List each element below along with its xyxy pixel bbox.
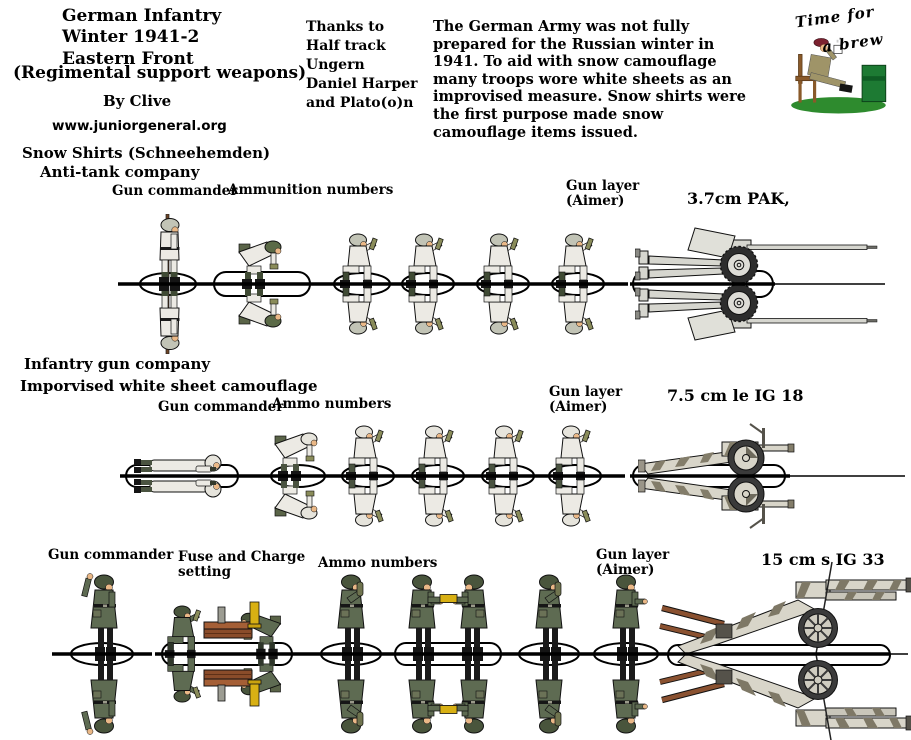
page-subtitle: (Regimental support weapons): [13, 63, 307, 83]
role-label-gun-layer: Gun layer: [549, 384, 623, 400]
role-label-gun-layer: Gun layer: [596, 547, 670, 563]
intro-line: camouflage items issued.: [433, 123, 638, 141]
figure-ammo-number: [535, 574, 563, 654]
page-title-line: German Infantry: [62, 6, 222, 26]
role-label-fuse-charge-setting: setting: [178, 564, 232, 580]
intro-line: the first purpose made snow: [433, 105, 664, 123]
weapon-label-pak: 3.7cm PAK,: [687, 189, 790, 208]
weapon-label-ig18: 7.5 cm le IG 18: [667, 386, 804, 405]
intro-line: prepared for the Russian winter in: [433, 35, 715, 53]
page-title-line: Winter 1941-2: [62, 27, 200, 48]
website-url: www.juniorgeneral.org: [52, 118, 227, 134]
page-title-line: Eastern Front: [62, 48, 194, 69]
thanks-line: Thanks to: [306, 19, 385, 35]
intro-paragraph: The German Army was not fully prepared f…: [433, 18, 746, 141]
figure-ammo-number: [337, 574, 365, 654]
role-label-ammunition-numbers: Ammunition numbers: [228, 182, 394, 198]
thanks-line: Daniel Harper: [306, 76, 418, 92]
thanks-line: and Plato(o)n: [306, 95, 414, 111]
figure-gun-layer: [612, 574, 648, 654]
anti-tank-company-strip: [118, 214, 885, 354]
infantry-gun-company-strip: [120, 423, 905, 528]
heavy-gun-company-strip: [52, 562, 911, 740]
role-label-gun-layer-aimer: (Aimer): [549, 399, 608, 415]
role-label-gun-commander: Gun commander: [48, 547, 174, 563]
thanks-line: Half track: [306, 38, 386, 54]
thanks-note: Thanks to Half track Ungern Daniel Harpe…: [306, 18, 418, 113]
thanks-line: Ungern: [306, 57, 365, 73]
role-label-gun-layer-aimer: (Aimer): [596, 562, 655, 578]
role-label-gun-layer-aimer: (Aimer): [566, 193, 625, 209]
role-label-ammo-numbers: Ammo numbers: [318, 555, 438, 571]
gun-15cm-sig33: [660, 562, 911, 654]
intro-line: many troops wore white sheets as an: [433, 70, 732, 88]
figure-gun-commander: [134, 454, 222, 474]
row3-mirror: [82, 654, 911, 740]
figure-gun-commander: [81, 573, 118, 654]
weapon-label-sig33: 15 cm s IG 33: [761, 550, 885, 569]
intro-line: improvised measure. Snow shirts were: [433, 88, 746, 106]
section2-heading: Infantry gun company: [24, 355, 211, 373]
section1-subheading: Anti-tank company: [40, 163, 200, 181]
section1-heading: Snow Shirts (Schneehemden): [22, 144, 271, 162]
section2-subheading: Imporvised white sheet camouflage: [20, 377, 318, 395]
intro-line: 1941. To aid with snow camouflage: [433, 53, 717, 71]
role-label-gun-commander: Gun commander: [158, 399, 284, 415]
role-label-gun-commander: Gun commander: [112, 183, 238, 199]
role-label-fuse-charge: Fuse and Charge: [178, 549, 306, 565]
role-label-gun-layer: Gun layer: [566, 178, 640, 194]
byline: By Clive: [103, 92, 172, 110]
page-title: German Infantry Winter 1941-2 Eastern Fr…: [62, 6, 221, 70]
role-label-ammo-numbers: Ammo numbers: [272, 396, 392, 412]
intro-line: The German Army was not fully: [433, 18, 690, 35]
